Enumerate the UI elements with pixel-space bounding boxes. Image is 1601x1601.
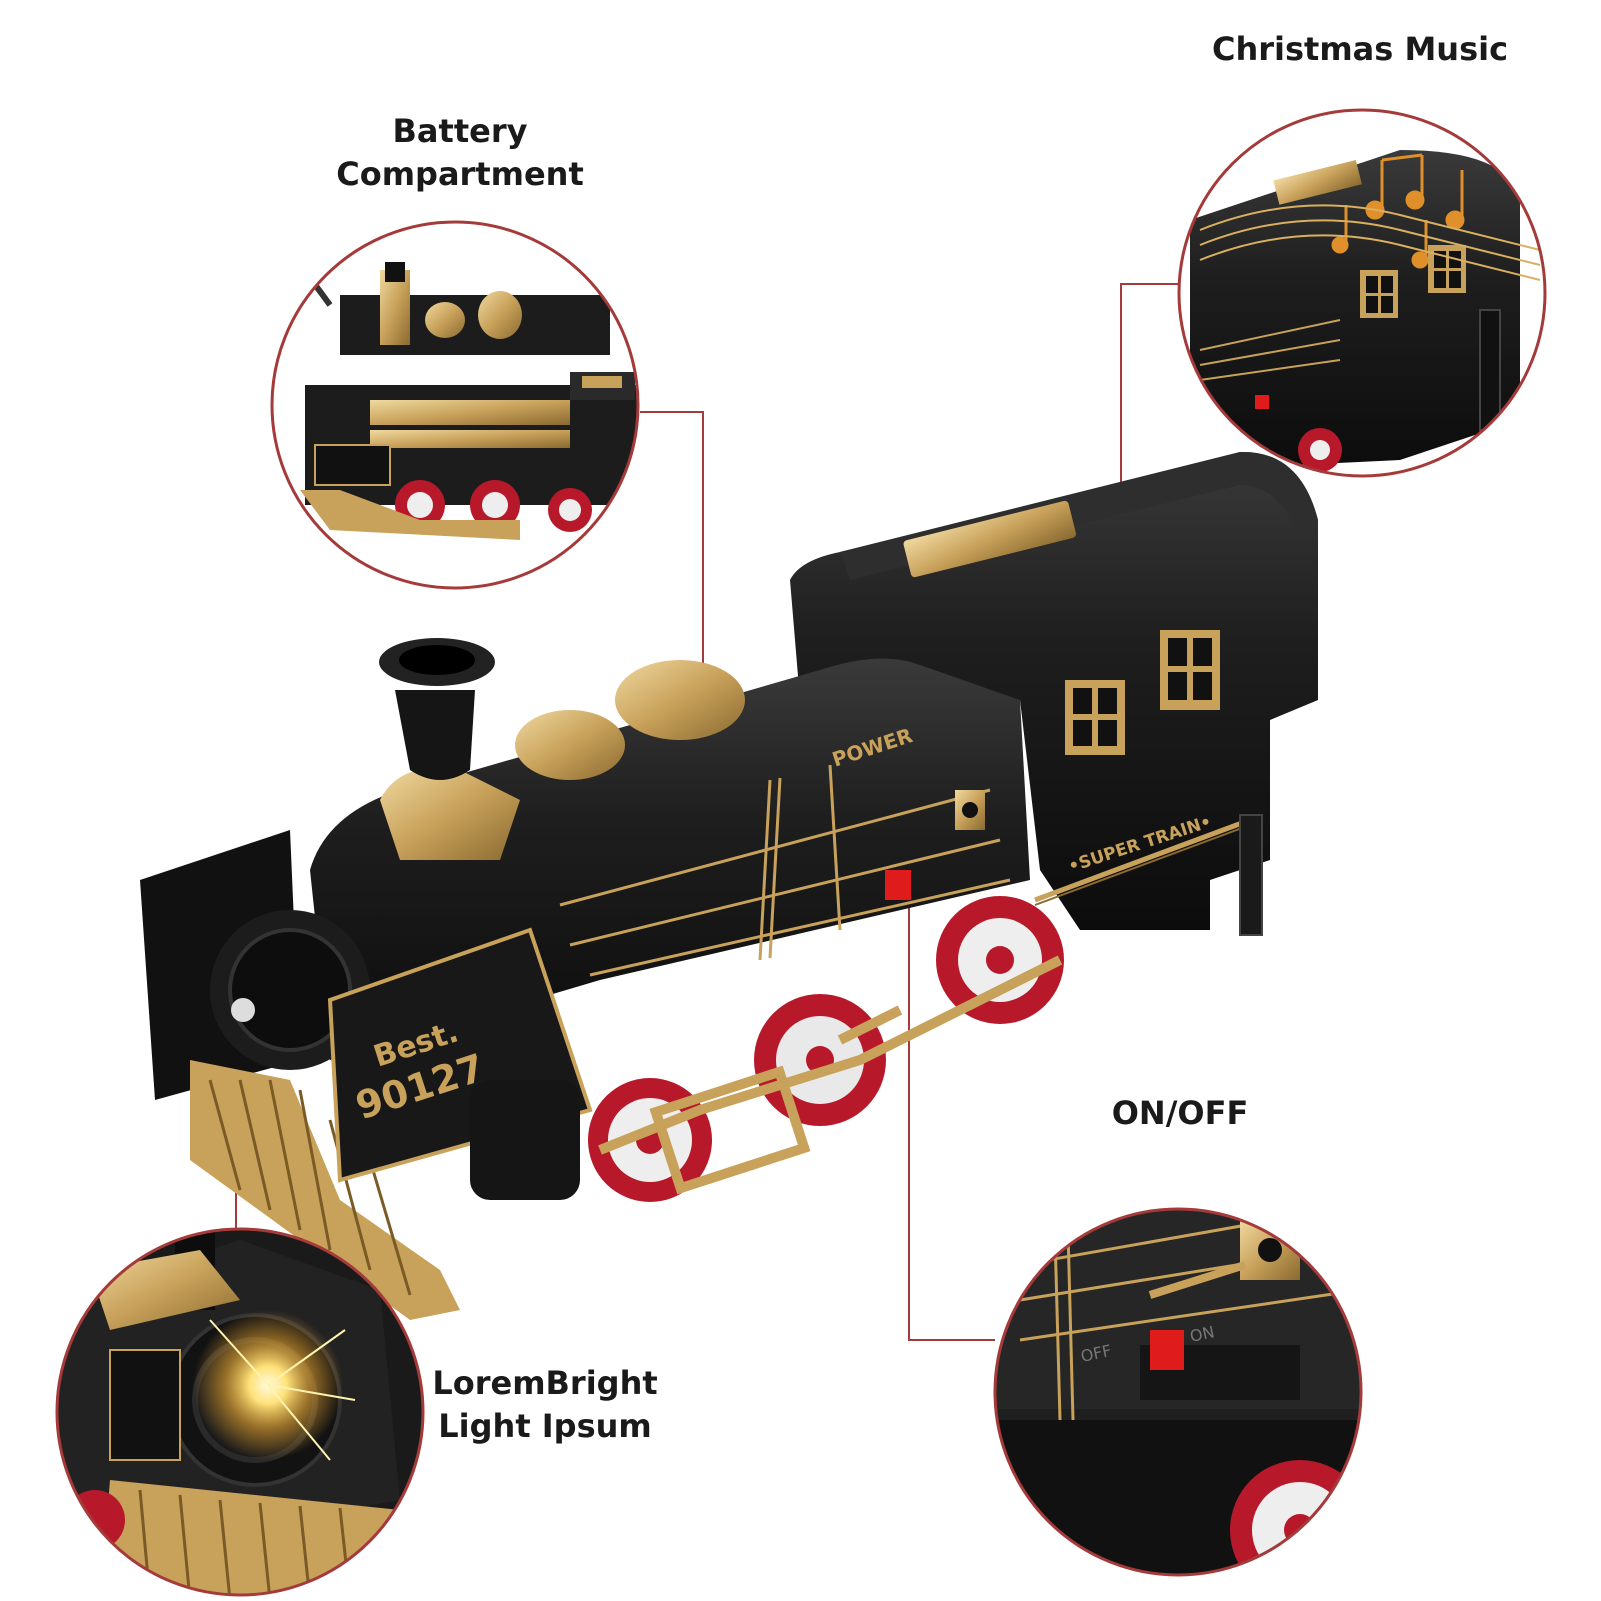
label-light-line1: LoremBright (432, 1364, 658, 1402)
label-bright-light: LoremBright Light Ipsum (415, 1362, 675, 1448)
label-battery-compartment: Battery Compartment (300, 110, 620, 196)
callout-battery (270, 220, 640, 590)
callout-switch (993, 1207, 1363, 1577)
running-gear (598, 955, 1063, 1195)
switch-on-text: ON (1188, 1322, 1216, 1346)
label-battery-line2: Compartment (336, 155, 584, 194)
callout-line-battery (640, 411, 704, 700)
music-notes-icon (1199, 153, 1541, 281)
callout-line-switch (908, 906, 995, 1341)
label-light-line2: Light Ipsum (438, 1407, 652, 1446)
callout-light (55, 1227, 425, 1597)
label-christmas-music: Christmas Music (1211, 30, 1509, 68)
label-battery-line1: Battery (392, 112, 528, 150)
label-on-off: ON/OFF (1111, 1094, 1249, 1132)
callout-music (1177, 108, 1547, 478)
train-cab (790, 451, 1318, 936)
train-locomotive (140, 451, 1318, 1320)
train-wheels (470, 896, 1064, 1202)
